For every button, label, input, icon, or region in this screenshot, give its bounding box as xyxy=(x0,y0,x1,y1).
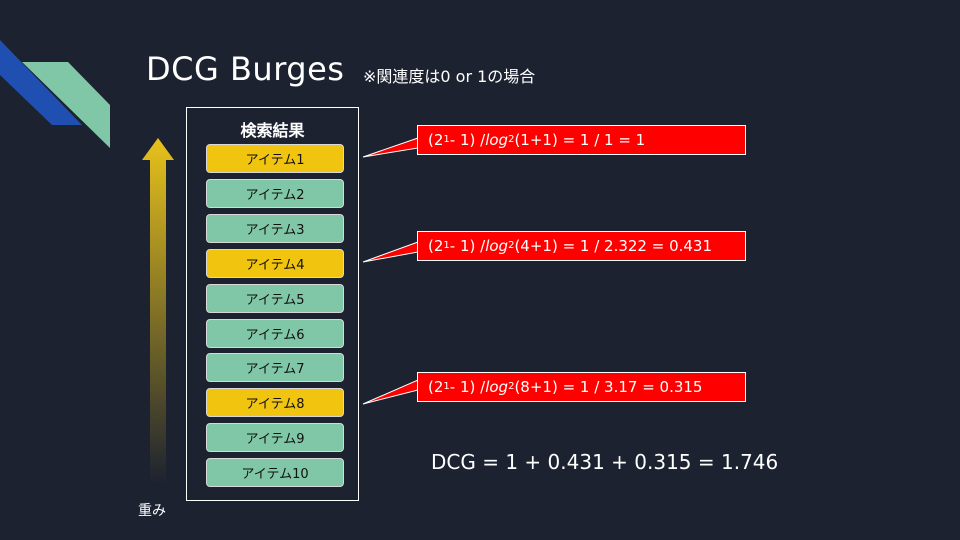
callout-log: log xyxy=(485,378,509,396)
result-item: アイテム3 xyxy=(206,214,344,243)
result-item: アイテム6 xyxy=(206,319,344,348)
callout-mid: - 1) / xyxy=(449,378,486,396)
slide-title: DCG Burges xyxy=(146,50,345,88)
callout-arg: (4+1) = 1 / 2.322 = 0.431 xyxy=(514,237,713,255)
callout-log: log xyxy=(485,237,509,255)
callout-arg: (1+1) = 1 / 1 = 1 xyxy=(514,131,646,149)
weight-arrow-icon xyxy=(142,138,174,484)
callout-pointer-2 xyxy=(362,241,419,263)
callout-arg: (8+1) = 1 / 3.17 = 0.315 xyxy=(514,378,703,396)
weight-label: 重み xyxy=(138,503,166,519)
result-item: アイテム4 xyxy=(206,249,344,278)
callout-mid: - 1) / xyxy=(449,237,486,255)
callout-gain: (2 xyxy=(428,378,444,396)
corner-decoration xyxy=(0,40,110,148)
weight-arrow-shape xyxy=(142,138,174,484)
search-results-panel: 検索結果 アイテム1 アイテム2 アイテム3 アイテム4 アイテム5 アイテム6… xyxy=(186,107,359,501)
result-item: アイテム9 xyxy=(206,423,344,452)
result-item: アイテム5 xyxy=(206,284,344,313)
callout-pointer-1 xyxy=(362,137,419,158)
callout-mid: - 1) / xyxy=(449,131,486,149)
callout-gain: (2 xyxy=(428,237,444,255)
callout-log: log xyxy=(485,131,509,149)
result-item: アイテム10 xyxy=(206,458,344,487)
callout-pointer-3 xyxy=(362,379,419,405)
result-item: アイテム1 xyxy=(206,144,344,173)
deco-green-shape xyxy=(22,62,110,148)
callout-gain: (2 xyxy=(428,131,444,149)
result-item: アイテム2 xyxy=(206,179,344,208)
dcg-total: DCG = 1 + 0.431 + 0.315 = 1.746 xyxy=(431,450,779,474)
deco-blue-shape xyxy=(0,40,82,125)
search-results-header: 検索結果 xyxy=(240,121,305,140)
result-item: アイテム7 xyxy=(206,353,344,382)
slide-subtitle: ※関連度は0 or 1の場合 xyxy=(363,67,536,86)
result-item: アイテム8 xyxy=(206,388,344,417)
